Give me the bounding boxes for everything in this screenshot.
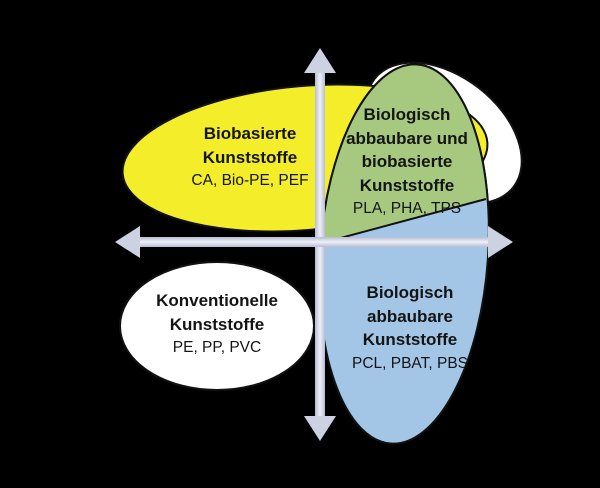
biodegradable-region-label: Biologisch abbaubare Kunststoffe PCL, PB… (325, 281, 495, 375)
green-blue-divider (317, 198, 487, 245)
axis-arrow-right-icon (488, 226, 513, 258)
biobased-biodegradable-region-label: Biologisch abbaubare und biobasierte Kun… (322, 103, 492, 220)
region-title-line: Kunststoffe (169, 314, 265, 334)
axis-arrow-down-icon (304, 416, 336, 441)
horizontal-axis (136, 237, 492, 247)
region-examples: PE, PP, PVC (172, 339, 262, 356)
region-examples: PCL, PBAT, PBS (351, 354, 468, 372)
region-examples: CA, Bio-PE, PEF (191, 172, 309, 189)
region-title-line: Kunststoffe (359, 175, 455, 195)
region-title-line: abbaubare und (346, 128, 468, 148)
region-title-line: Biologisch (363, 105, 451, 124)
region-title-line: Biobasierte (203, 124, 297, 143)
biobased-region-label: Biobasierte Kunststoffe CA, Bio-PE, PEF (160, 122, 340, 192)
region-examples: PLA, PHA, TPS (352, 200, 462, 217)
conventional-ellipse (119, 261, 315, 391)
region-title-line: Kunststoffe (362, 330, 458, 349)
region-title-line: Biologisch (366, 283, 454, 302)
region-title-line: abbaubare (367, 306, 453, 326)
conventional-region-label: Konventionelle Kunststoffe PE, PP, PVC (127, 289, 307, 359)
region-title-line: Konventionelle (156, 291, 278, 310)
axis-arrow-up-icon (304, 48, 336, 73)
axis-arrow-left-icon (115, 226, 140, 258)
region-title-line: biobasierte (361, 152, 453, 171)
region-title-line: Kunststoffe (202, 147, 298, 167)
